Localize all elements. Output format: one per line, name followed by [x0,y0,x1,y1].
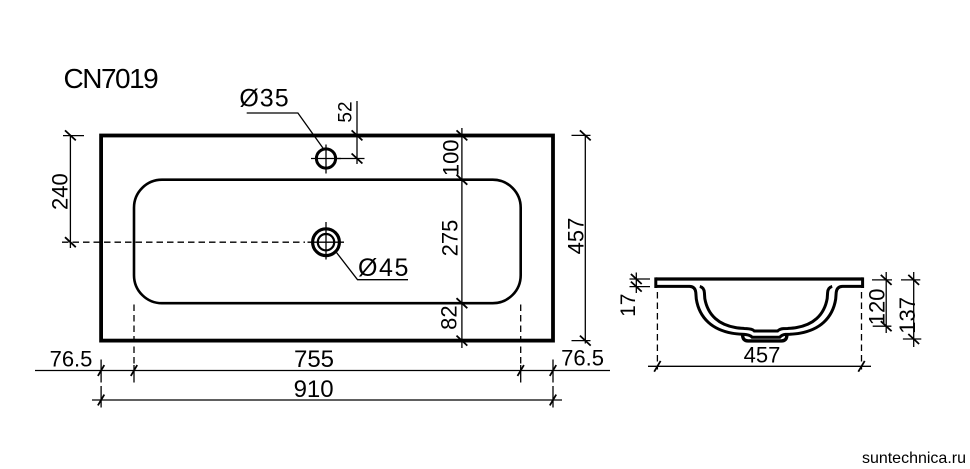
svg-text:275: 275 [438,220,463,257]
svg-text:755: 755 [294,346,334,373]
svg-text:CN7019: CN7019 [64,63,159,94]
svg-text:240: 240 [48,173,73,210]
svg-text:suntechnica.ru: suntechnica.ru [862,450,966,467]
svg-text:910: 910 [294,376,334,403]
svg-text:Ø35: Ø35 [239,85,289,113]
svg-text:100: 100 [438,139,463,176]
svg-text:52: 52 [336,101,357,122]
svg-text:76.5: 76.5 [50,347,93,372]
svg-text:Ø45: Ø45 [358,254,410,282]
svg-text:457: 457 [744,342,781,367]
svg-text:17: 17 [617,294,640,317]
svg-text:120: 120 [865,289,890,326]
svg-text:137: 137 [895,297,920,334]
svg-text:82: 82 [436,305,461,329]
svg-text:76.5: 76.5 [561,346,604,371]
svg-text:457: 457 [563,218,588,255]
